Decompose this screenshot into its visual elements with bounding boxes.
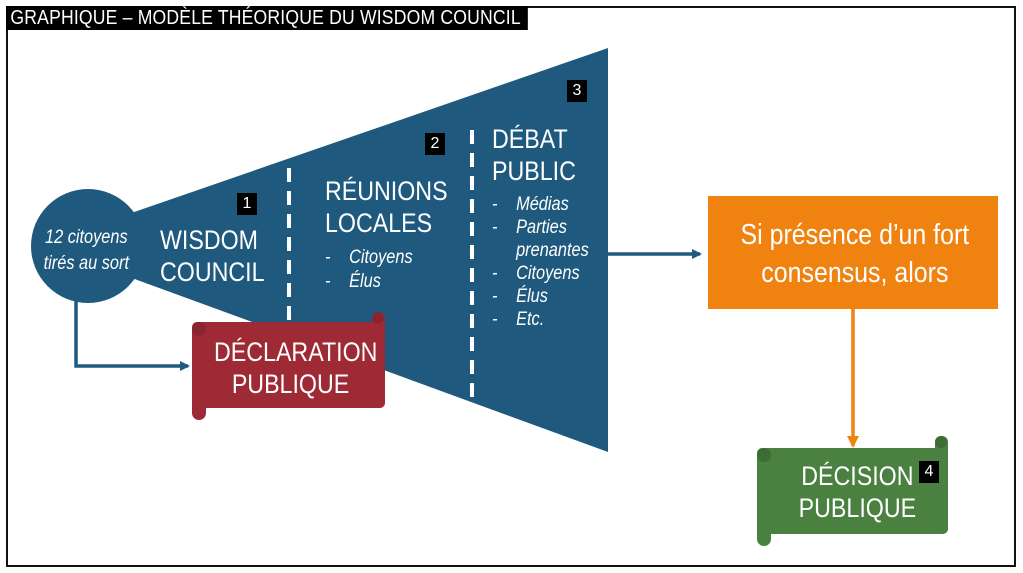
list-item: -Élus bbox=[492, 285, 593, 308]
bullet: - bbox=[492, 309, 498, 330]
stage-2-title-line1: RÉUNIONS bbox=[325, 176, 448, 206]
list-item: -Citoyens bbox=[325, 246, 413, 270]
decision-line2: PUBLIQUE bbox=[798, 493, 917, 523]
stage-3-title-line1: DÉBAT bbox=[492, 124, 568, 154]
bullet: - bbox=[492, 194, 498, 215]
stage-2-badge: 2 bbox=[425, 133, 445, 155]
list-item: -Parties prenantes bbox=[492, 216, 593, 262]
stage-2-title: RÉUNIONS LOCALES bbox=[325, 175, 448, 239]
bullet: - bbox=[492, 217, 498, 238]
list-item-text: Citoyens bbox=[349, 247, 413, 268]
condition-box bbox=[708, 196, 998, 309]
list-item-text: Élus bbox=[516, 286, 548, 307]
stage-1-title-line1: WISDOM bbox=[160, 225, 259, 255]
bullet: - bbox=[325, 271, 331, 292]
condition-line2: consensus, alors bbox=[761, 257, 949, 289]
stage-3-title: DÉBAT PUBLIC bbox=[492, 123, 576, 187]
condition-line1: Si présence d’un fort bbox=[740, 219, 970, 251]
start-node-line2: tirés au sort bbox=[43, 253, 129, 274]
bullet: - bbox=[325, 247, 331, 268]
stage-3-badge: 3 bbox=[567, 80, 587, 102]
condition-label: Si présence d’un fort consensus, alors bbox=[728, 216, 982, 292]
bullet: - bbox=[492, 286, 498, 307]
stage-1-badge: 1 bbox=[237, 193, 257, 215]
list-item: -Élus bbox=[325, 270, 413, 294]
list-item: -Etc. bbox=[492, 308, 593, 331]
list-item-text: Citoyens bbox=[516, 263, 580, 284]
declaration-line2: PUBLIQUE bbox=[231, 369, 350, 399]
list-item-text: Élus bbox=[349, 271, 381, 292]
declaration-label: DÉCLARATION PUBLIQUE bbox=[214, 336, 378, 400]
stage-2-items: -Citoyens -Élus bbox=[325, 246, 413, 294]
arrow-to-declaration bbox=[74, 300, 190, 371]
decision-badge: 4 bbox=[919, 461, 939, 483]
stage-2-title-line2: LOCALES bbox=[325, 208, 433, 238]
start-node-label: 12 citoyens tirés au sort bbox=[33, 225, 140, 277]
bullet: - bbox=[492, 263, 498, 284]
funnel-shape bbox=[88, 48, 608, 452]
stage-3-title-line2: PUBLIC bbox=[492, 156, 576, 186]
decision-scroll bbox=[757, 436, 948, 546]
list-item-text: Etc. bbox=[516, 309, 545, 330]
decision-label: DÉCISION PUBLIQUE bbox=[780, 460, 935, 524]
figure-title: GRAPHIQUE – MODÈLE THÉORIQUE DU WISDOM C… bbox=[6, 6, 528, 30]
declaration-line1: DÉCLARATION bbox=[214, 337, 378, 367]
decision-line1: DÉCISION bbox=[801, 461, 914, 491]
start-node-circle bbox=[31, 189, 145, 303]
list-item-text: Parties prenantes bbox=[516, 217, 589, 261]
list-item: -Citoyens bbox=[492, 262, 593, 285]
declaration-scroll bbox=[192, 312, 385, 420]
list-item: -Médias bbox=[492, 193, 593, 216]
start-node-line1: 12 citoyens bbox=[44, 227, 128, 248]
stage-3-items: -Médias -Parties prenantes -Citoyens -Él… bbox=[492, 193, 593, 331]
list-item-text: Médias bbox=[516, 194, 569, 215]
stage-1-title-line2: COUNCIL bbox=[160, 257, 265, 287]
stage-1-title: WISDOM COUNCIL bbox=[160, 224, 265, 288]
